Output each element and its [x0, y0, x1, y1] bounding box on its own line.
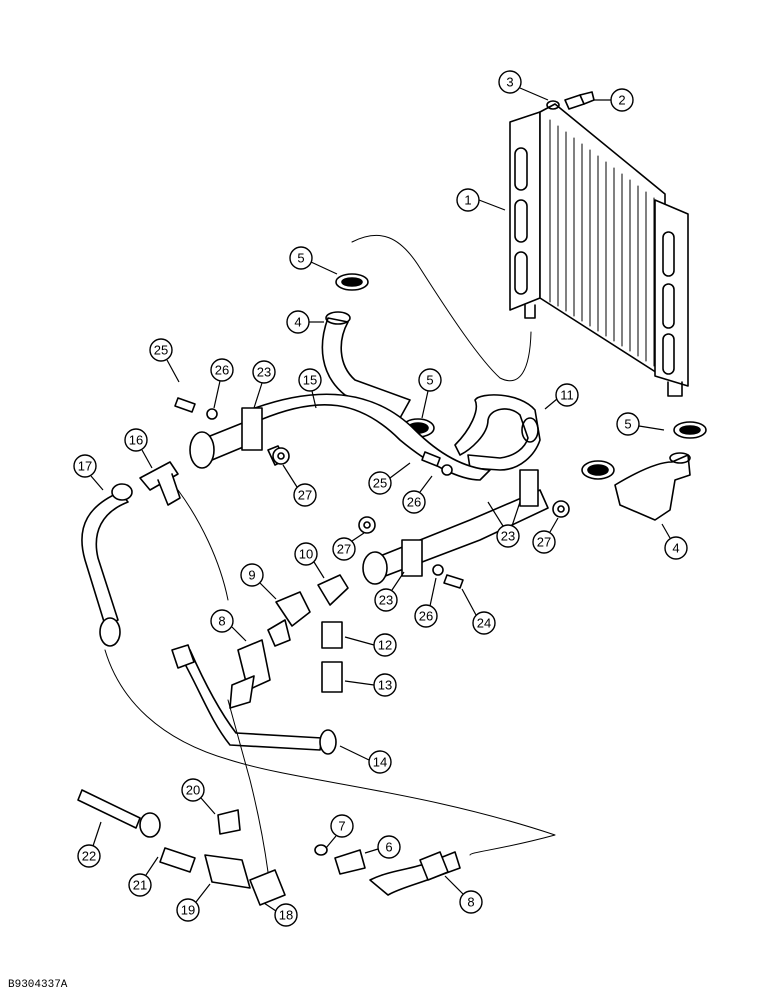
callout-label: 27	[537, 535, 551, 550]
callout-label: 3	[506, 75, 513, 90]
callout-label: 8	[467, 895, 474, 910]
bolt-and-washer	[546, 91, 595, 110]
callout: 6	[364, 835, 401, 859]
callout-label: 4	[294, 315, 301, 330]
callout: 27	[332, 532, 365, 561]
callout: 25	[368, 462, 411, 495]
callout-label: 24	[477, 616, 491, 631]
callout-label: 11	[560, 388, 574, 403]
callout-label: 1	[464, 193, 471, 208]
fittings	[229, 574, 349, 709]
parts-drawing	[77, 91, 707, 906]
callout-label: 26	[407, 495, 421, 510]
callout-label: 13	[378, 678, 392, 693]
callout-label: 25	[154, 343, 168, 358]
callout: 18	[263, 902, 298, 927]
callout: 5	[418, 368, 442, 419]
nuts	[272, 447, 570, 534]
line-17	[81, 483, 133, 647]
callout-label: 26	[215, 363, 229, 378]
tube-11	[454, 394, 541, 471]
callout: 5	[616, 412, 665, 436]
callout: 13	[344, 673, 397, 697]
callout-label: 20	[186, 783, 200, 798]
callout-label: 25	[373, 476, 387, 491]
line-14	[171, 644, 337, 755]
callout: 20	[181, 778, 216, 815]
callout: 7	[325, 814, 354, 849]
callout: 12	[344, 633, 397, 657]
callout-label: 26	[419, 609, 433, 624]
small-bolts	[174, 397, 464, 589]
callout: 4	[286, 310, 324, 334]
callout: 8	[210, 609, 247, 642]
callout: 24	[461, 588, 496, 635]
callout-label: 22	[82, 849, 96, 864]
callout: 19	[176, 883, 211, 922]
callout: 21	[128, 856, 159, 897]
callout: 17	[73, 454, 104, 491]
callout: 23	[374, 571, 405, 612]
tee-fitting-16	[139, 461, 181, 506]
callout: 4	[661, 523, 688, 560]
callout: 3	[498, 70, 549, 101]
callout-label: 21	[133, 878, 147, 893]
callout: 26	[210, 358, 234, 409]
callout-label: 4	[672, 541, 679, 556]
oil-cooler	[509, 103, 689, 397]
callout-label: 16	[129, 433, 143, 448]
callout-label: 14	[373, 755, 387, 770]
callout-label: 12	[378, 638, 392, 653]
hose-right	[401, 418, 707, 521]
callout: 23	[252, 360, 276, 409]
hose-paths	[104, 234, 556, 873]
callout: 27	[282, 464, 317, 507]
callout: 25	[149, 338, 180, 383]
callout-label: 17	[78, 459, 92, 474]
callout-label: 6	[385, 840, 392, 855]
callout-label: 5	[624, 417, 631, 432]
callout-label: 8	[218, 614, 225, 629]
callout-label: 10	[299, 547, 313, 562]
callout: 11	[544, 383, 579, 410]
callout: 14	[339, 745, 392, 774]
callout-label: 9	[248, 568, 255, 583]
callouts: 1 2 3 5 4 25 26	[73, 70, 688, 927]
callout-label: 27	[298, 488, 312, 503]
callout-label: 23	[501, 529, 515, 544]
callout-label: 15	[303, 373, 317, 388]
callout: 9	[240, 563, 277, 600]
callout-label: 5	[297, 251, 304, 266]
hose-upper	[321, 273, 411, 419]
callout: 15	[298, 368, 322, 409]
callout-label: 23	[257, 365, 271, 380]
callout-label: 2	[618, 93, 625, 108]
callout: 26	[414, 577, 438, 628]
callout: 5	[289, 246, 338, 275]
callout: 26	[402, 475, 433, 514]
callout-label: 18	[279, 908, 293, 923]
reference-code: B9304337A	[8, 979, 68, 991]
callout-label: 7	[338, 819, 345, 834]
callout: 10	[294, 542, 325, 579]
tube-23-lower	[362, 469, 549, 585]
callout: 8	[444, 875, 483, 914]
callout: 1	[456, 188, 506, 212]
callout: 16	[124, 428, 153, 469]
callout: 2	[594, 88, 634, 112]
callout: 22	[77, 821, 102, 868]
callout-label: 27	[337, 542, 351, 557]
bottom-fittings	[77, 789, 461, 906]
callout-label: 23	[379, 593, 393, 608]
callout-label: 19	[181, 903, 195, 918]
callout: 23	[487, 501, 521, 548]
callout: 27	[532, 517, 559, 554]
callout-label: 5	[426, 373, 433, 388]
